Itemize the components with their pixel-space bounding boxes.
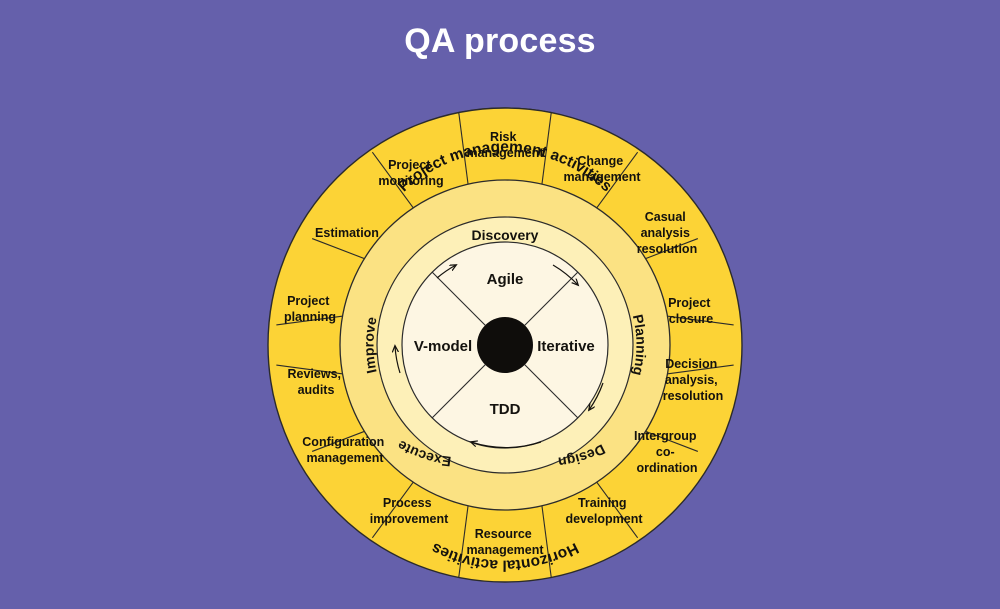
outer-segment-configuration-management[interactable]: Configuration management (302, 435, 387, 465)
outer-segment-project-planning[interactable]: Project planning (284, 294, 336, 324)
core-label-tdd[interactable]: TDD (490, 401, 521, 418)
outer-ring-labels: Risk management Change management Casual… (284, 130, 723, 557)
outer-segment-label-training-development: Training development (565, 496, 643, 526)
outer-segment-change-management[interactable]: Change management (563, 154, 641, 184)
outer-segment-label-process-improvement: Process improvement (370, 496, 449, 526)
outer-segment-intergroup-coordination[interactable]: Intergroup co- ordination (634, 429, 700, 475)
wheel-render: Risk management Change management Casual… (267, 107, 743, 583)
core-dividers (431, 271, 579, 419)
arrow-planning-to-design (589, 382, 604, 410)
phase-label-discovery[interactable]: Discovery (472, 227, 539, 243)
arrow-discovery-to-planning (552, 264, 578, 285)
phase-label-improve[interactable]: Improve (361, 315, 380, 375)
core-label-vmodel[interactable]: V-model (414, 338, 472, 355)
outer-segment-project-monitoring[interactable]: Project monitoring (378, 158, 443, 188)
outer-segment-risk-management[interactable]: Risk management (466, 130, 544, 160)
outer-segment-process-improvement[interactable]: Process improvement (370, 496, 449, 526)
outer-segment-label-casual-analysis-resolution: Casual analysis resolution (637, 210, 697, 256)
outer-segment-label-change-management: Change management (563, 154, 641, 184)
arrow-design-to-execute (471, 442, 542, 449)
outer-segment-label-risk-management: Risk management (466, 130, 544, 160)
outer-segment-label-resource-management: Resource management (466, 527, 544, 557)
arrow-improve-to-discovery (436, 265, 456, 279)
outer-segment-label-project-closure: Project closure (668, 296, 714, 326)
outer-segment-label-decision-analysis-resolution: Decision analysis, resolution (663, 357, 723, 403)
outer-segment-training-development[interactable]: Training development (565, 496, 643, 526)
outer-segment-project-closure[interactable]: Project closure (668, 296, 714, 326)
outer-segment-label-configuration-management: Configuration management (302, 435, 387, 465)
core-labels: Agile Iterative TDD V-model (414, 271, 595, 418)
outer-segment-casual-analysis-resolution[interactable]: Casual analysis resolution (637, 210, 697, 256)
outer-segment-label-estimation: Estimation (315, 226, 379, 240)
core-label-iterative[interactable]: Iterative (537, 338, 595, 355)
flow-arrows (395, 264, 604, 449)
outer-segment-label-project-monitoring: Project monitoring (378, 158, 443, 188)
outer-segment-estimation[interactable]: Estimation (315, 226, 379, 240)
outer-segment-decision-analysis-resolution[interactable]: Decision analysis, resolution (663, 357, 723, 403)
outer-segment-reviews-audits[interactable]: Reviews, audits (288, 367, 345, 397)
page-title: QA process (404, 22, 596, 60)
hub-disc (477, 317, 533, 373)
outer-segment-label-reviews-audits: Reviews, audits (288, 367, 345, 397)
core-label-agile[interactable]: Agile (487, 271, 524, 288)
outer-segment-resource-management[interactable]: Resource management (466, 527, 544, 557)
outer-segment-label-project-planning: Project planning (284, 294, 336, 324)
outer-segment-label-intergroup-coordination: Intergroup co- ordination (634, 429, 700, 475)
arrow-execute-to-improve (395, 346, 401, 374)
